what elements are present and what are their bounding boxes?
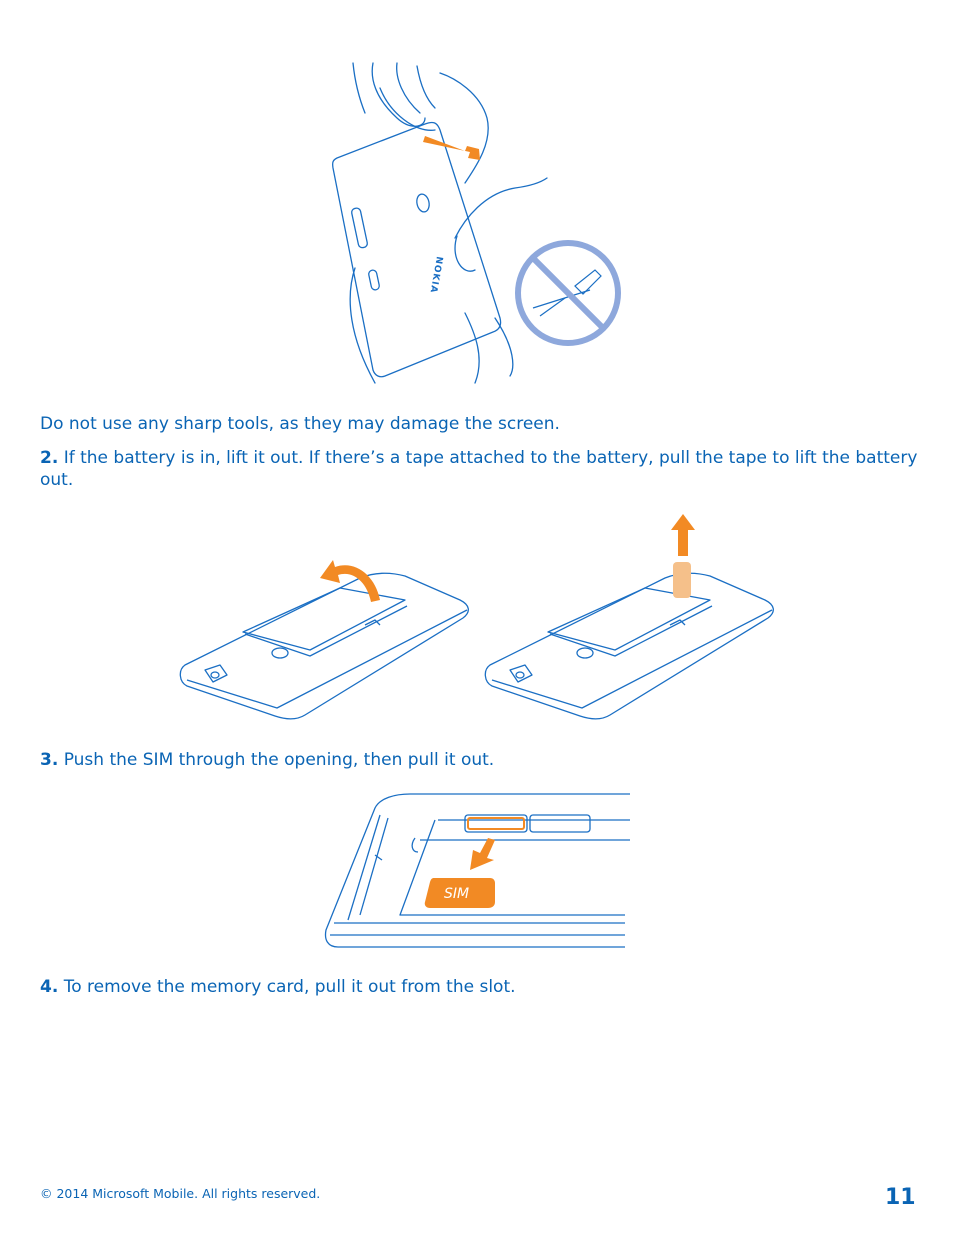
battery-tape xyxy=(673,562,691,598)
step-2-number: 2. xyxy=(40,448,59,468)
pull-tape-arrow-icon xyxy=(671,514,695,556)
remove-battery-illustration xyxy=(175,510,785,725)
pull-arrow-icon xyxy=(423,136,480,160)
remove-back-cover-illustration: NOKIA xyxy=(325,58,635,388)
step-4-number: 4. xyxy=(40,977,59,997)
step-2-text: If the battery is in, lift it out. If th… xyxy=(63,448,918,468)
step-3: 3. Push the SIM through the opening, the… xyxy=(40,749,494,771)
step-3-text: Push the SIM through the opening, then p… xyxy=(63,750,495,770)
no-sharp-tools-icon xyxy=(515,240,621,346)
sim-down-arrow-icon xyxy=(470,838,495,870)
step-4: 4. To remove the memory card, pull it ou… xyxy=(40,976,516,998)
lift-battery-arrow-icon xyxy=(320,560,380,602)
step-2-text-cont: out. xyxy=(40,470,74,490)
warning-message: Do not use any sharp tools, as they may … xyxy=(40,414,560,434)
footer-copyright: © 2014 Microsoft Mobile. All rights rese… xyxy=(40,1186,321,1201)
sim-label: SIM xyxy=(444,886,469,902)
step-4-text: To remove the memory card, pull it out f… xyxy=(63,977,516,997)
sim-card: SIM xyxy=(424,878,495,908)
step-3-number: 3. xyxy=(40,750,59,770)
page-number: 11 xyxy=(885,1185,916,1210)
phone-brand-logo: NOKIA xyxy=(428,255,444,294)
step-2: 2. If the battery is in, lift it out. If… xyxy=(40,447,920,491)
remove-sim-illustration: SIM xyxy=(320,790,635,955)
warning-text: Do not use any sharp tools, as they may … xyxy=(40,413,560,435)
